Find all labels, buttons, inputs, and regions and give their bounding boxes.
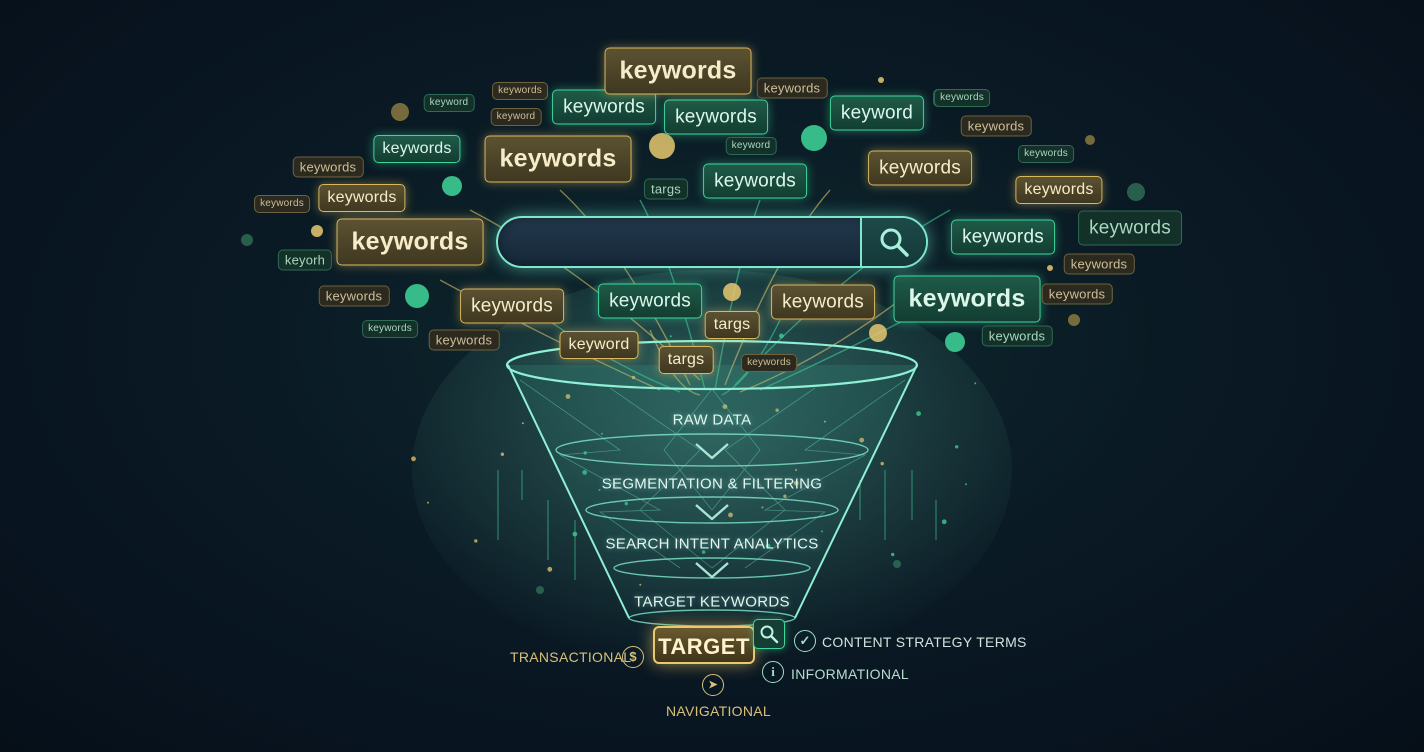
stage-label-raw-data: RAW DATA [672,411,752,429]
keyword-chip: keyword [725,137,777,155]
search-bar[interactable] [496,216,928,268]
intent-transactional-label: TRANSACTIONAL [510,649,632,665]
keyword-chip: keywords [868,150,972,186]
keyword-chip: keywords [373,135,461,163]
keyword-chip: keywords [756,77,828,99]
keyword-chip: keywords [960,115,1032,137]
keyword-chip: keyword [829,95,925,131]
navigation-arrow-icon: ➤ [702,674,724,696]
stage-label-search-intent: SEARCH INTENT ANALYTICS [605,535,819,553]
stage-label-target-keywords: TARGET KEYWORDS [634,593,790,611]
sparkle [474,539,478,543]
keyword-chip: keyword [423,94,475,112]
keyword-chip: keywords [1041,283,1113,305]
keyword-chip: keywords [893,275,1041,323]
keyword-chip: keywords [741,354,797,372]
data-stream [714,199,761,391]
glow-orb [723,283,741,301]
intent-informational-label: INFORMATIONAL [791,666,909,682]
funnel-shape [505,339,919,627]
glow-orb [869,324,887,342]
sparkle [974,382,977,385]
target-output: TARGET [653,626,755,664]
checkmark-icon: ✓ [794,630,816,652]
keyword-chip: keywords [460,288,564,324]
sparkle [547,566,553,572]
dollar-icon: $ [622,646,644,668]
glow-orb [1047,265,1053,271]
keyword-chip: keywords [604,47,752,95]
keyword-chip: keywords [981,325,1053,347]
keyword-chip: keywords [598,283,702,319]
keyword-chip: keywords [492,82,548,100]
keyword-chip: keywords [1063,253,1135,275]
sparkle [965,483,967,486]
glow-orb [878,77,884,83]
keyword-chip: keywords [1018,145,1074,163]
keyword-chip: keywords [318,285,390,307]
keyword-chip: keyword [559,331,639,359]
sparkle [955,445,959,449]
glow-orb [1127,183,1145,201]
target-search-badge [753,619,785,649]
keyword-chip: keywords [362,320,418,338]
glow-orb [1068,314,1080,326]
keyword-chip: keywords [484,135,632,183]
keyword-chip: keywords [318,184,406,212]
info-icon: i [762,661,784,683]
keyword-chip: keywords [934,89,990,107]
keyword-chip: keywords [771,284,875,320]
keyword-chip: targs [704,311,760,339]
keyword-chip: keywords [428,329,500,351]
sparkle [891,552,895,557]
keyword-chip: keywords [254,195,310,213]
search-icon [760,625,779,644]
sparkle [500,452,505,456]
glow-orb [405,284,429,308]
keyword-chip: keywords [1015,176,1103,204]
intent-content-strategy-label: CONTENT STRATEGY TERMS [822,634,1027,650]
keyword-chip: keywords [292,156,364,178]
data-stream [724,189,831,386]
stage-label-segmentation: SEGMENTATION & FILTERING [601,475,823,493]
glow-orb [649,133,675,159]
keyword-chip: keywords [552,89,656,125]
keyword-chip: keywords [951,219,1055,255]
keyword-chip: keywords [703,163,807,199]
sparkle [916,411,921,416]
keyword-chip: keywords [664,99,768,135]
sparkle [411,456,416,462]
sparkle [521,422,524,425]
glow-orb [1085,135,1095,145]
keyword-chip: targs [644,178,688,200]
glow-orb [241,234,253,246]
sparkle [669,335,672,338]
sparkle [427,501,429,504]
search-icon [880,228,909,257]
sparkle [880,461,884,466]
keyword-chip: keywords [1078,210,1182,246]
intent-navigational-label: NAVIGATIONAL [666,703,771,719]
glow-orb [945,332,965,352]
keyword-chip: targs [658,346,714,374]
glow-orb [311,225,323,237]
keyword-chip: keyword [490,108,542,126]
glow-orb [893,560,901,568]
keyword-chip: keywords [336,218,484,266]
search-button[interactable] [860,218,926,266]
sparkle [779,333,784,339]
sparkle [941,519,947,525]
glow-orb [391,103,409,121]
sparkle [572,531,578,537]
glow-orb [801,125,827,151]
keyword-chip: keyorh [277,249,333,271]
glow-orb [442,176,462,196]
glow-orb [536,586,544,594]
